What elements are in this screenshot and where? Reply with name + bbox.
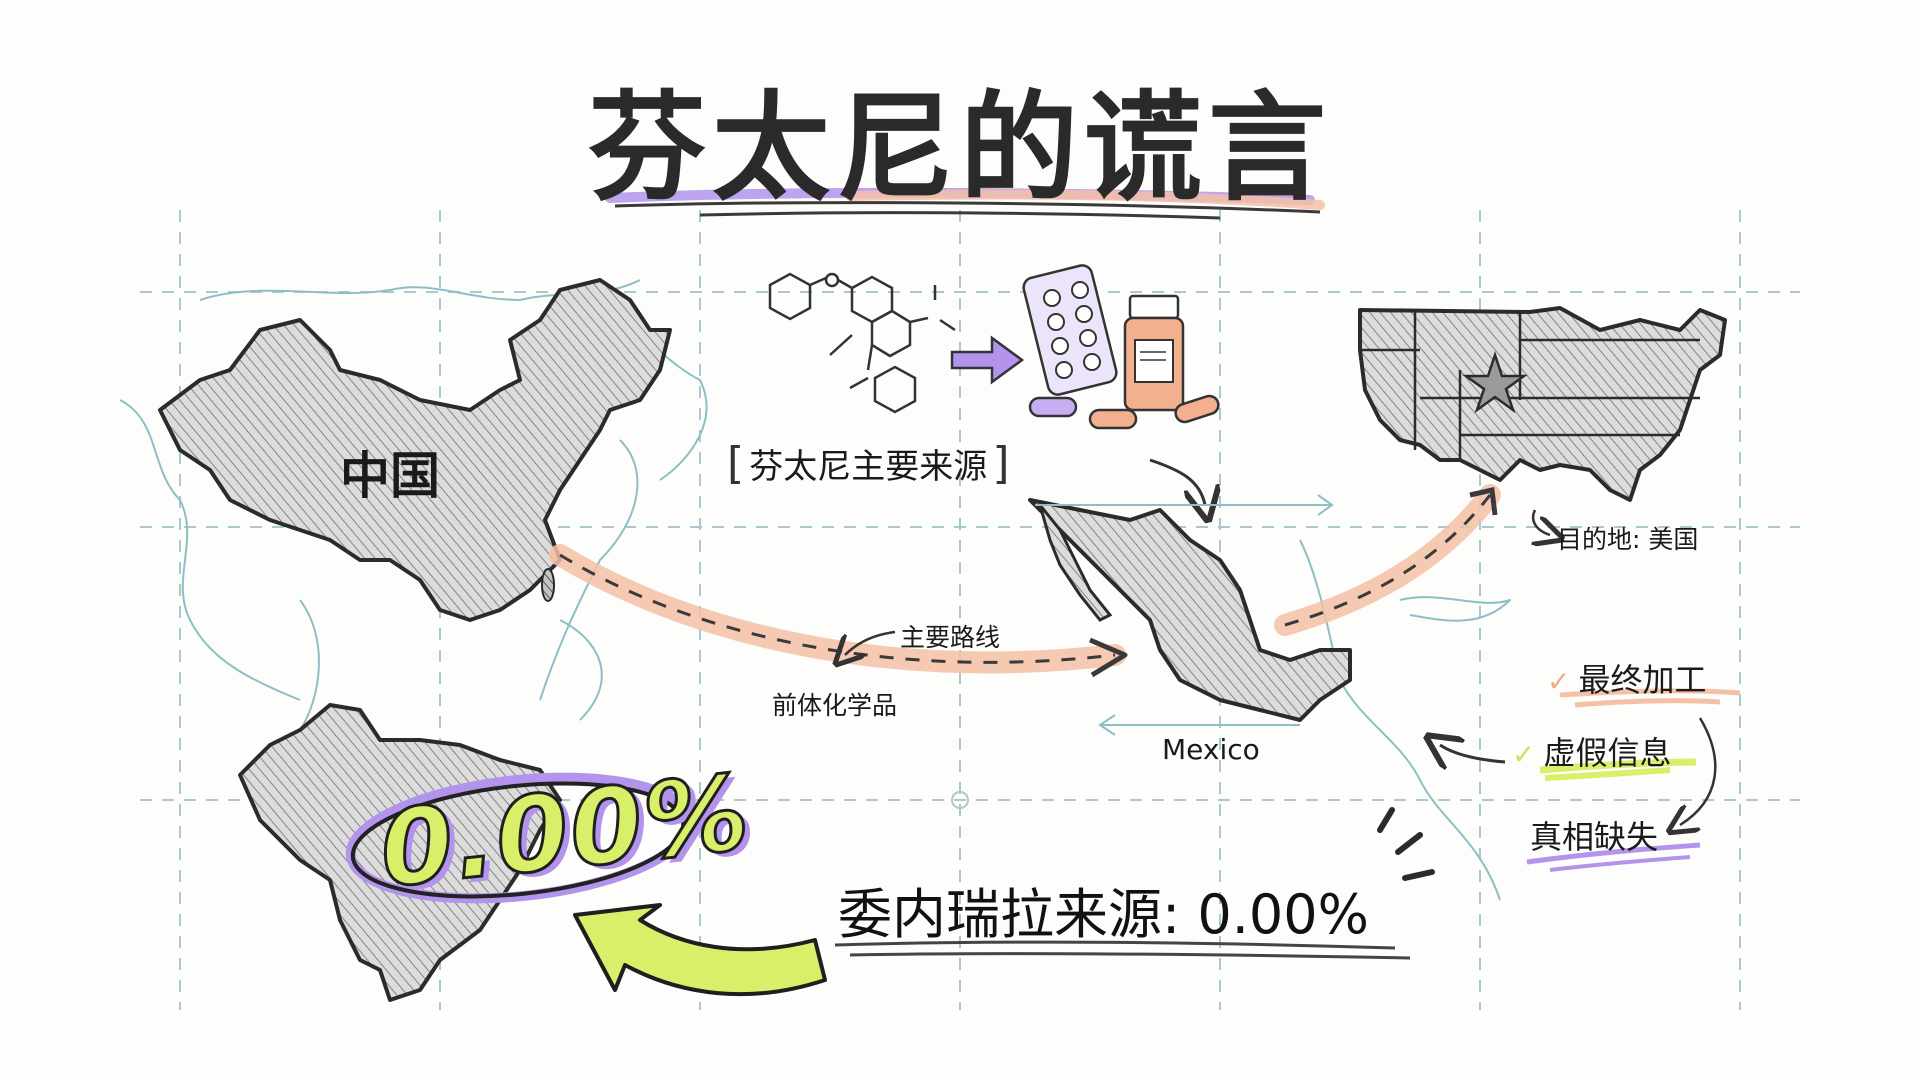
china-shape [158,278,672,622]
emphasis-burst-icon [1377,807,1435,881]
molecule-structure-icon [768,272,956,414]
note-false-info: ✓虚假信息 [1512,734,1672,772]
source-label: 芬太尼主要来源 [749,447,988,487]
check-icon: ✓ [1512,738,1536,771]
source-box: [ 芬太尼主要来源 ] [727,438,1010,489]
note-truth-missing: 真相缺失 [1530,818,1659,856]
mexico-label: Mexico [1162,733,1260,766]
medicine-bottle-icon [1123,294,1185,412]
lime-arrow-icon [573,903,827,997]
mexico-shape [1028,498,1352,722]
purple-arrow-icon [950,335,1025,385]
page-title: 芬太尼的谎言 [587,79,1332,217]
capsule-icon [1028,394,1220,430]
china-label: 中国 [340,447,440,505]
main-route-label: 主要路线 [900,623,1001,652]
destination-label: 目的地: 美国 [1557,525,1699,554]
venezuela-shape [238,703,562,1002]
star-icon [1462,351,1528,414]
pill-blister-icon [1022,264,1118,396]
baja-california-shape [1038,504,1113,622]
bracket-close: ] [992,438,1010,489]
usa-shape [1358,306,1727,502]
bracket-open: [ [727,438,745,489]
check-icon: ✓ [1547,665,1571,698]
main-route-arrow [549,544,1126,674]
mexico-width-arrow [1035,494,1334,736]
coastlines [119,279,1511,901]
venezuela-source-line: 委内瑞拉来源: 0.00% [838,883,1369,946]
precursor-label: 前体化学品 [772,691,898,720]
note-final-processing: ✓最终加工 [1547,661,1707,699]
usa-route-arrow [1274,484,1501,636]
